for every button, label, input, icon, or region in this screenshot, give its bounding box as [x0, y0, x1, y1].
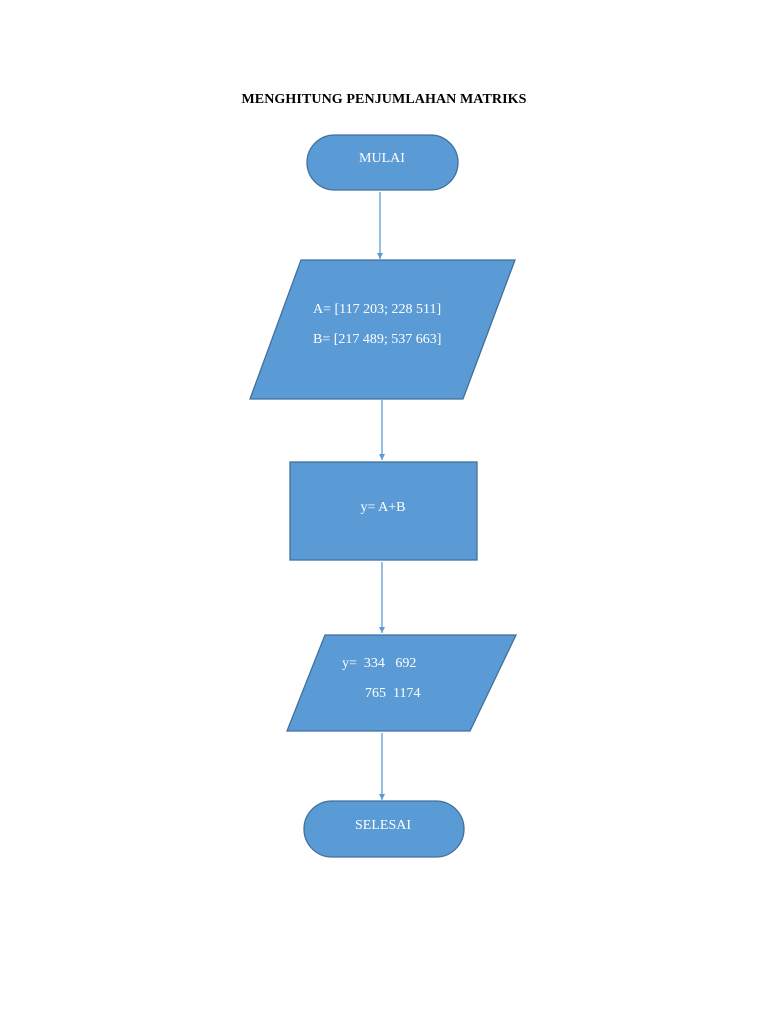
output-parallelogram: y= 334 692 765 1174: [286, 634, 518, 732]
input-line-b: B= [217 489; 537 663]: [313, 332, 441, 347]
start-terminator: MULAI: [306, 134, 459, 191]
input-parallelogram: A= [117 203; 228 511] B= [217 489; 537 6…: [249, 259, 516, 400]
page-title: MENGHITUNG PENJUMLAHAN MATRIKS: [241, 92, 527, 107]
process-label: y= A+B: [361, 500, 406, 515]
start-label: MULAI: [359, 151, 405, 166]
process-box: y= A+B: [289, 461, 478, 561]
end-label: SELESAI: [355, 818, 411, 833]
output-line-1: y= 334 692: [342, 656, 416, 671]
end-terminator: SELESAI: [303, 800, 465, 858]
output-line-2: 765 1174: [365, 686, 420, 701]
input-line-a: A= [117 203; 228 511]: [313, 302, 441, 317]
